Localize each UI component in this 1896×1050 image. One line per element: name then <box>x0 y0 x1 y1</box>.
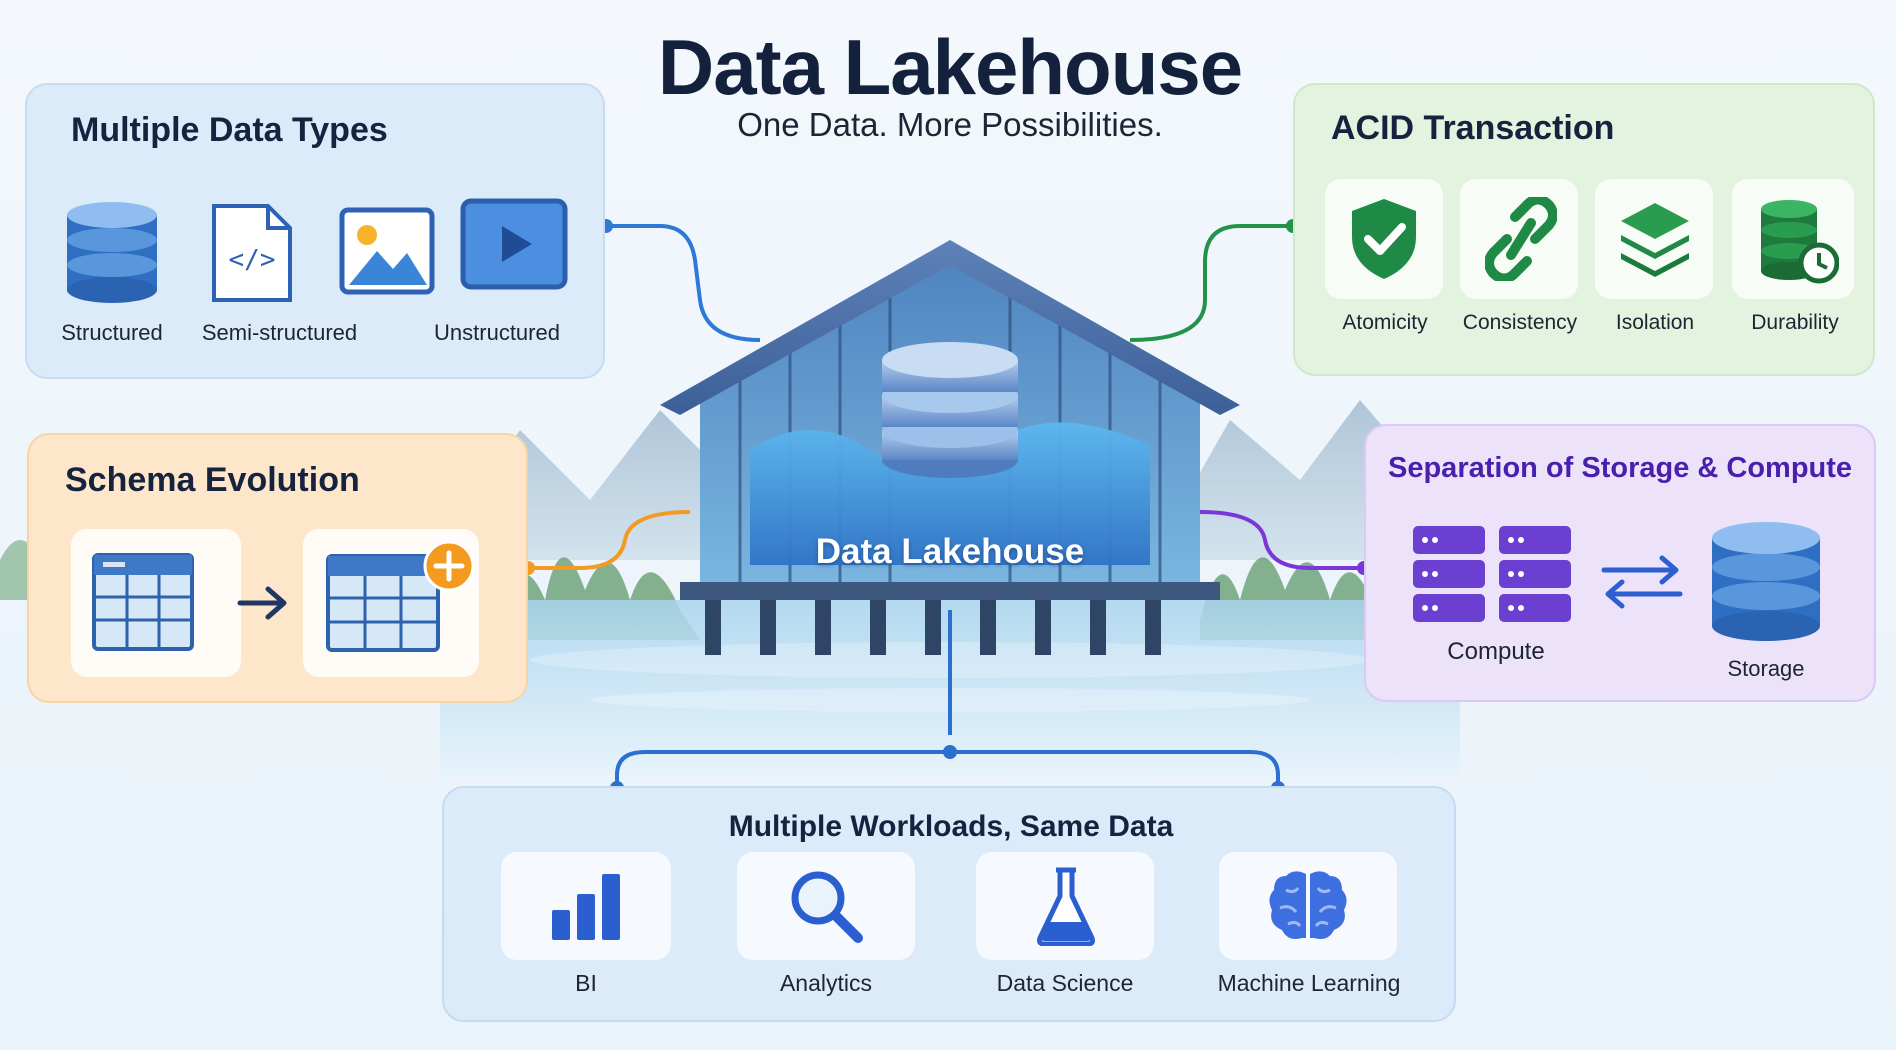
layers-icon <box>1621 203 1689 277</box>
page-subtitle: One Data. More Possibilities. <box>737 106 1163 143</box>
acid-title: ACID Transaction <box>1331 109 1615 147</box>
storage-label: Storage <box>1727 656 1805 681</box>
workloads-panel: Multiple Workloads, Same Data BI Analyti… <box>442 786 1456 1022</box>
chain-link-icon <box>1485 197 1557 281</box>
arrow-right-icon <box>237 586 287 620</box>
consistency-label: Consistency <box>1462 311 1578 334</box>
bi-label: BI <box>575 970 597 996</box>
atomicity-label: Atomicity <box>1342 311 1428 334</box>
image-icon <box>339 207 435 295</box>
compute-label: Compute <box>1447 638 1545 665</box>
schema-evolution-title: Schema Evolution <box>65 461 360 499</box>
database-clock-icon <box>1761 200 1839 284</box>
video-play-icon <box>460 198 568 290</box>
analytics-label: Analytics <box>779 970 873 996</box>
swap-arrows-icon <box>1601 555 1683 609</box>
magnifier-icon <box>791 871 863 943</box>
page-title: Data Lakehouse <box>657 23 1243 111</box>
flask-icon <box>1037 867 1095 946</box>
data-types-title: Multiple Data Types <box>71 111 388 149</box>
brain-icon <box>1269 871 1347 939</box>
data-science-label: Data Science <box>996 970 1134 996</box>
database-icon <box>67 202 157 303</box>
workloads-title: Multiple Workloads, Same Data <box>728 810 1174 843</box>
machine-learning-tile <box>1219 852 1397 960</box>
shield-check-icon <box>1352 199 1416 279</box>
lakehouse-building <box>660 240 1240 655</box>
durability-label: Durability <box>1751 311 1839 334</box>
code-file-icon: </> <box>212 204 292 302</box>
svg-text:</>: </> <box>229 245 276 275</box>
storage-database-icon <box>1712 522 1820 641</box>
storage-compute-panel: Separation of Storage & Compute <box>1364 424 1876 702</box>
acid-panel: ACID Transaction Atomicity Consistency I… <box>1293 83 1875 376</box>
table-plus-icon <box>326 540 475 652</box>
structured-label: Structured <box>61 320 163 345</box>
bar-chart-icon <box>552 874 620 940</box>
unstructured-label: Unstructured <box>434 320 560 345</box>
schema-evolution-panel: Schema Evolution <box>27 433 528 703</box>
isolation-label: Isolation <box>1615 311 1695 334</box>
lakehouse-label: Data Lakehouse <box>815 532 1085 571</box>
semi-structured-label: Semi-structured <box>201 320 358 345</box>
storage-compute-title: Separation of Storage & Compute <box>1388 452 1853 484</box>
table-icon <box>92 553 194 651</box>
isolation-tile <box>1595 179 1713 299</box>
server-icon <box>1413 526 1571 622</box>
data-types-panel: Multiple Data Types </> Structured Semi-… <box>25 83 605 379</box>
machine-learning-label: Machine Learning <box>1217 970 1401 996</box>
